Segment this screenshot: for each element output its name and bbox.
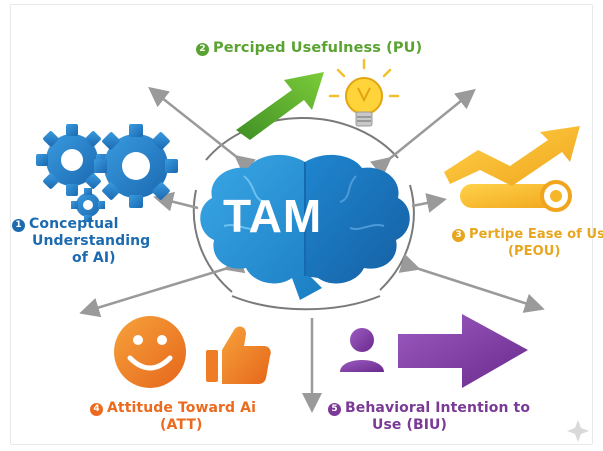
- smiley-icon: [114, 316, 186, 388]
- right-arrow-icon: [398, 314, 528, 388]
- number-badge-biu: 5: [328, 403, 341, 416]
- connector-arrows: [79, 86, 545, 413]
- node-label-biu: 5 Behavioral Intention to Use (BIU): [328, 400, 530, 434]
- gears-icon: [36, 124, 178, 222]
- label-peou-line2: (PEOU): [508, 244, 561, 259]
- number-badge-att: 4: [90, 403, 103, 416]
- label-biu-line2: Use (BIU): [372, 417, 448, 433]
- label-cu-line1: Conceptual: [29, 216, 119, 232]
- center-title: TAM: [223, 190, 323, 242]
- node-label-att: 4 Attitude Toward Ai (ATT): [90, 400, 256, 434]
- brain-icon: [200, 154, 410, 300]
- node-label-cu: 1 Conceptual Understanding of AI): [12, 216, 150, 267]
- label-cu-line3: of AI): [72, 250, 116, 266]
- toggle-arrow-icon: [444, 126, 580, 212]
- number-badge-peou: 3: [452, 229, 465, 242]
- sparkle-icon: [567, 420, 589, 442]
- label-peou-line1: Pertipe Ease of Use: [469, 227, 603, 242]
- person-icon: [340, 328, 384, 372]
- node-label-peou: 3 Pertipe Ease of Use (PEOU): [452, 226, 603, 260]
- number-badge-cu: 1: [12, 219, 25, 232]
- label-pu-text: Perciped Usefulness (PU): [213, 40, 423, 56]
- up-arrow-icon: [236, 72, 324, 140]
- label-biu-line1: Behavioral Intention to: [345, 400, 531, 416]
- node-label-pu: 2 Perciped Usefulness (PU): [196, 40, 422, 56]
- label-att-line1: Attitude Toward Ai: [107, 400, 256, 416]
- number-badge-pu: 2: [196, 43, 209, 56]
- lightbulb-icon: [328, 58, 400, 127]
- label-att-line2: (ATT): [160, 417, 203, 433]
- label-cu-line2: Understanding: [32, 233, 151, 249]
- thumbs-up-icon: [206, 326, 271, 384]
